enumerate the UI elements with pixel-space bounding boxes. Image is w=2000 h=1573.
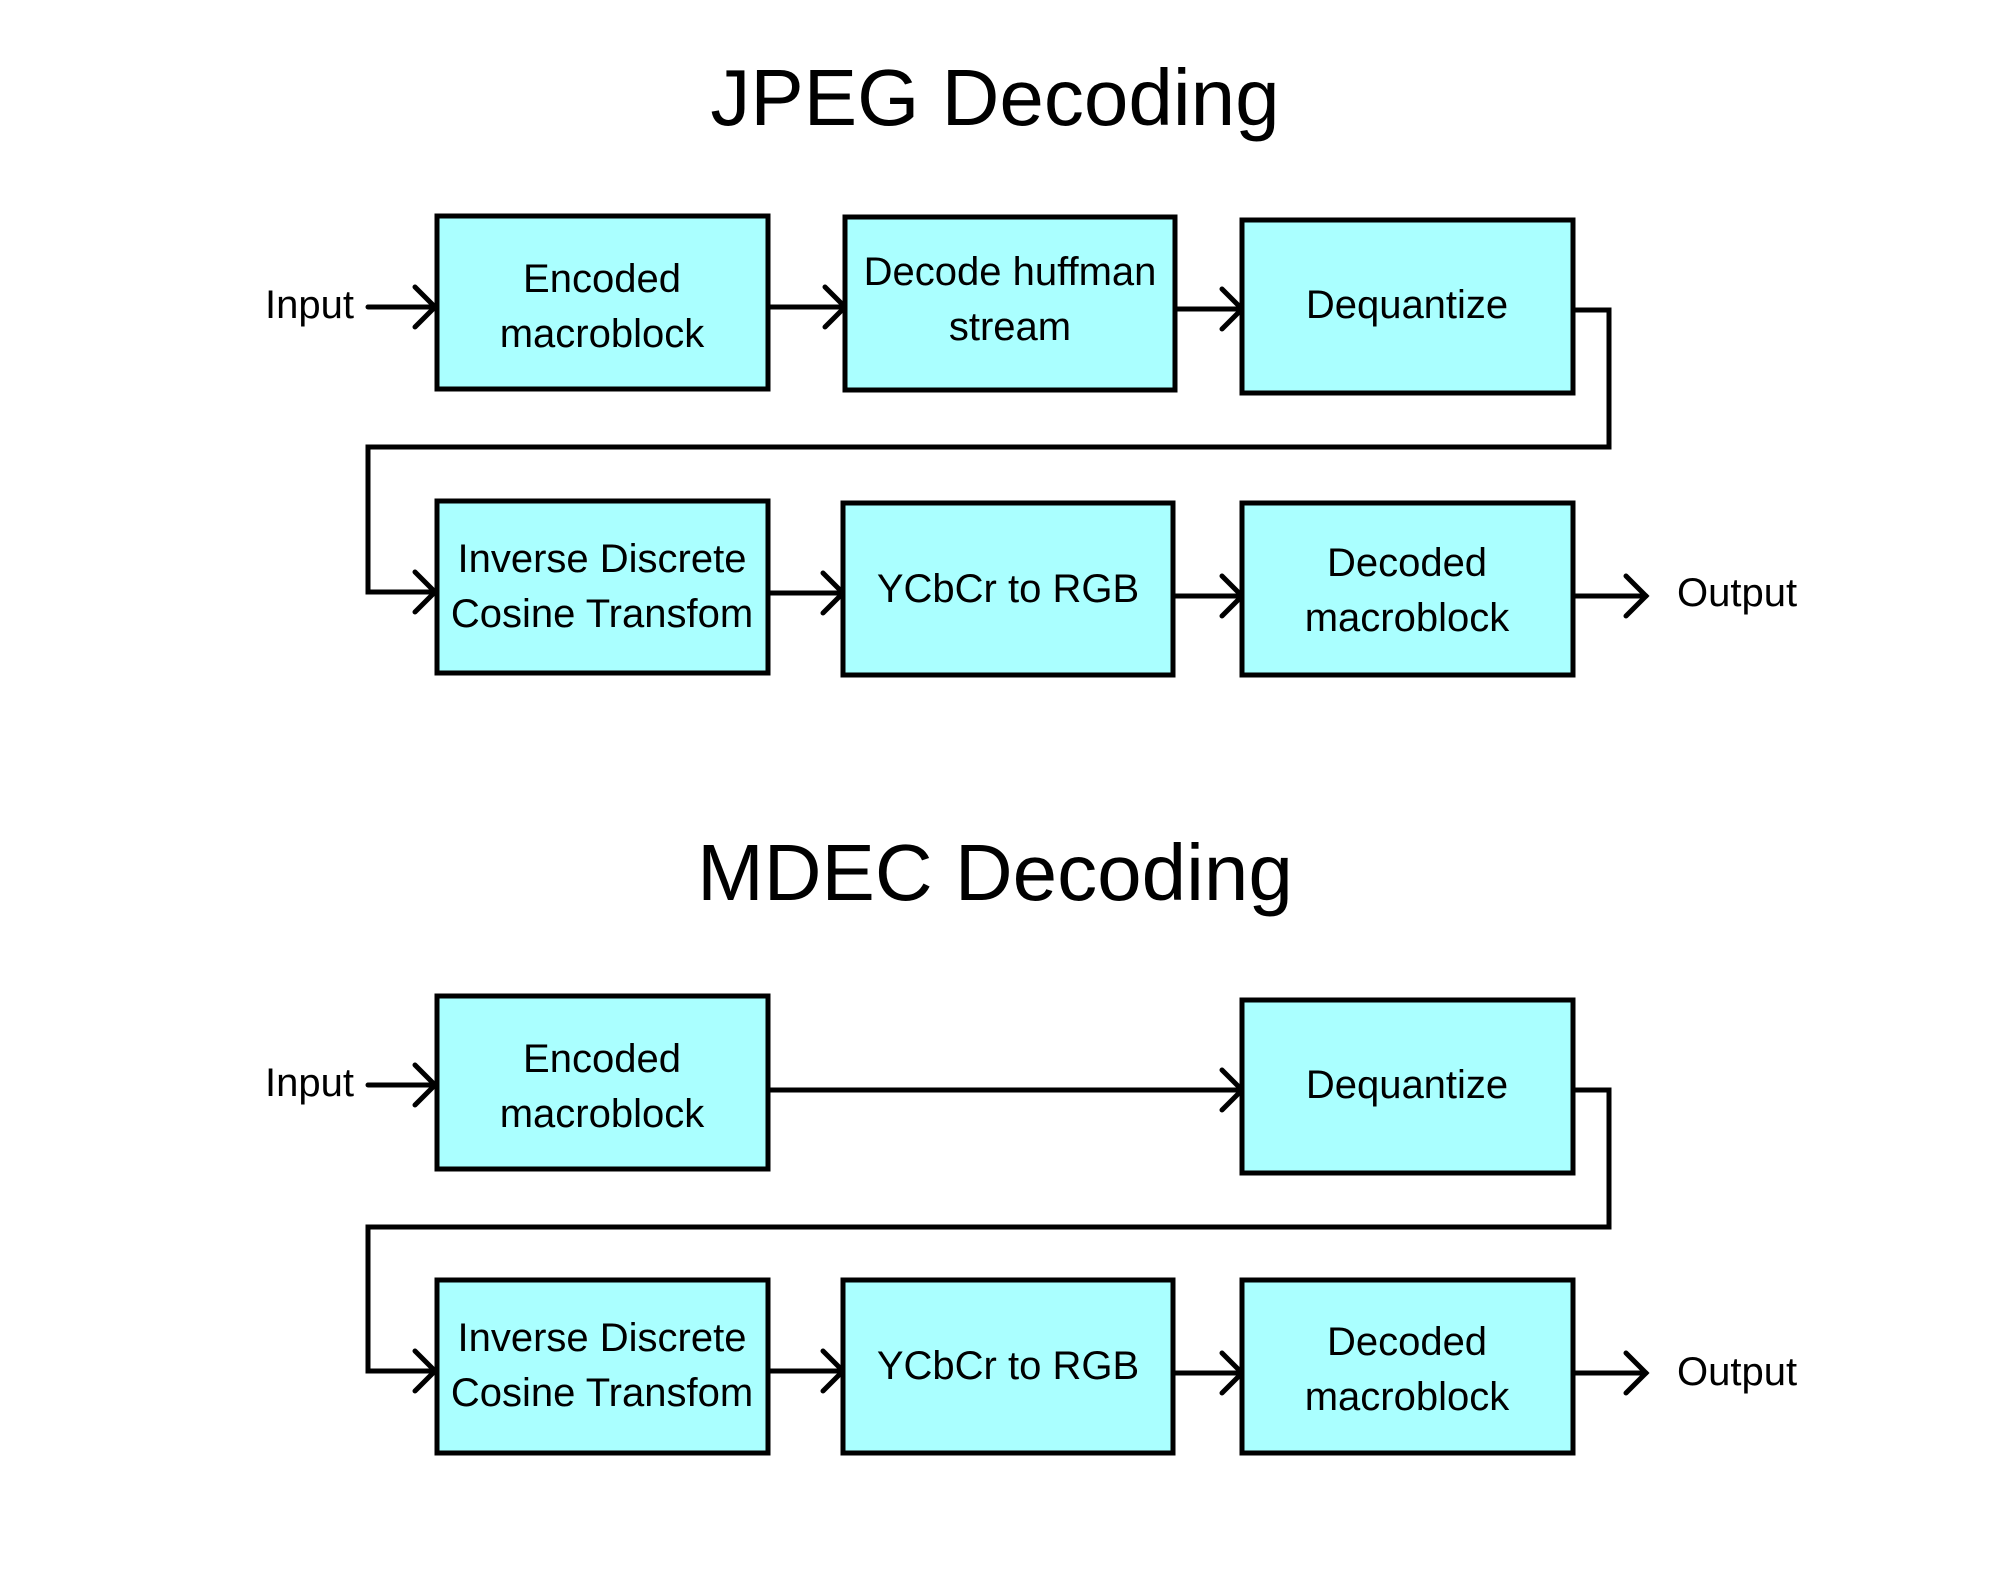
- box-label: Dequantize: [1306, 1063, 1508, 1107]
- box-label-line2: macroblock: [500, 312, 706, 356]
- box-label: YCbCr to RGB: [877, 567, 1139, 611]
- mdec-box-ycbcr-to-rgb: YCbCr to RGB: [840, 1277, 1176, 1456]
- mdec-section: MDEC Decoding Input Output Encoded macro…: [265, 828, 1797, 1456]
- mdec-box-dequantize: Dequantize: [1239, 997, 1576, 1176]
- box-label-line1: Decoded: [1327, 541, 1487, 585]
- box-label: Dequantize: [1306, 283, 1508, 327]
- box-label-line1: Inverse Discrete: [458, 1316, 747, 1360]
- jpeg-wrap-connector: [365, 307, 1612, 595]
- mdec-box-decoded-macroblock: Decoded macroblock: [1239, 1277, 1576, 1456]
- jpeg-box-encoded-macroblock: Encoded macroblock: [434, 213, 771, 392]
- jpeg-output-label: Output: [1677, 571, 1797, 615]
- mdec-output-label: Output: [1677, 1350, 1797, 1394]
- mdec-input-label: Input: [265, 1061, 354, 1105]
- box-label-line2: stream: [949, 305, 1071, 349]
- mdec-arrowhead-output: [1623, 1350, 1650, 1396]
- jpeg-title: JPEG Decoding: [710, 53, 1279, 142]
- box-label-line1: Encoded: [523, 257, 681, 301]
- mdec-title: MDEC Decoding: [697, 828, 1293, 917]
- jpeg-box-decode-huffman-stream: Decode huffman stream: [842, 214, 1178, 393]
- jpeg-box-dequantize: Dequantize: [1239, 217, 1576, 396]
- jpeg-box-ycbcr-to-rgb: YCbCr to RGB: [840, 500, 1176, 678]
- box-label-line2: Cosine Transfom: [451, 1371, 753, 1415]
- jpeg-box-inverse-dct: Inverse Discrete Cosine Transfom: [434, 498, 771, 676]
- mdec-box-inverse-dct: Inverse Discrete Cosine Transfom: [434, 1277, 771, 1456]
- box-label-line1: Inverse Discrete: [458, 537, 747, 581]
- box-label-line1: Decoded: [1327, 1320, 1487, 1364]
- jpeg-connectors: [365, 284, 1650, 619]
- box-label-line1: Decode huffman: [864, 250, 1157, 294]
- jpeg-input-label: Input: [265, 283, 354, 327]
- mdec-wrap-connector: [365, 1087, 1612, 1374]
- box-label-line1: Encoded: [523, 1037, 681, 1081]
- mdec-box-encoded-macroblock: Encoded macroblock: [434, 993, 771, 1172]
- box-label: YCbCr to RGB: [877, 1344, 1139, 1388]
- jpeg-arrowhead-output: [1623, 573, 1650, 619]
- box-label-line2: Cosine Transfom: [451, 592, 753, 636]
- jpeg-section: JPEG Decoding Input Output Encoded macro…: [265, 53, 1797, 678]
- box-label-line2: macroblock: [500, 1092, 706, 1136]
- box-label-line2: macroblock: [1305, 596, 1511, 640]
- jpeg-box-decoded-macroblock: Decoded macroblock: [1239, 500, 1576, 678]
- box-label-line2: macroblock: [1305, 1375, 1511, 1419]
